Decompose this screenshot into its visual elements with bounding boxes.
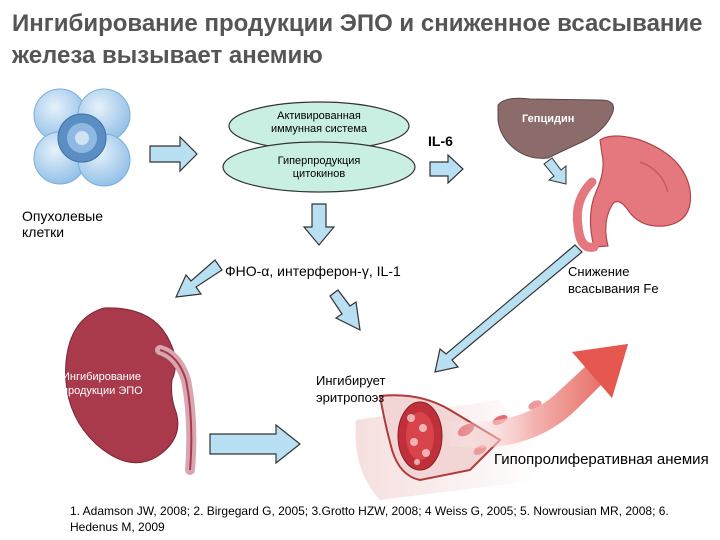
page-title: Ингибирование продукции ЭПО и сниженное … [12,10,703,69]
tumor-cells-icon [33,88,131,187]
references: 1. Adamson JW, 2008; 2. Birgegard G, 200… [70,504,669,534]
erythropoiesis-label: Ингибирует эритропоэз [316,373,386,405]
epo-inhibition-label: Ингибирование продукции ЭПО [62,371,143,397]
stomach-icon [572,135,692,252]
hepcidin-label: Гепцидин [522,113,575,125]
immune-system-label: Активированная иммунная система [270,110,368,135]
arrow-cells-to-immune [149,135,198,173]
anemia-label: Гипопролиферативная анемия [494,451,709,468]
arrow-il6-to-liver [429,153,464,185]
big-red-arrow [440,344,628,448]
blood-vessel-icon [355,394,542,500]
liver-icon [497,97,614,159]
fe-absorption-label: Снижение всасывания Fe [568,264,659,296]
arrow-liver-to-stomach [543,157,567,185]
il6-label: IL-6 [428,133,453,149]
arrow-stomach-to-vessel [434,244,583,373]
cytokines-ellipse [222,141,416,193]
arrow-fno-to-kidney [175,259,223,298]
fno-label: ФНО-α, интерферон-γ, IL-1 [225,263,401,279]
arrow-cytokines-to-fno [302,203,336,246]
kidney-icon [65,307,197,475]
cytokines-label: Гиперпродукция цитокинов [277,155,361,180]
arrow-fno-to-erythropoiesis [329,289,361,332]
tumor-cells-label: Опухолевые клетки [22,208,104,240]
arrow-kidney-to-vessel [209,423,301,465]
